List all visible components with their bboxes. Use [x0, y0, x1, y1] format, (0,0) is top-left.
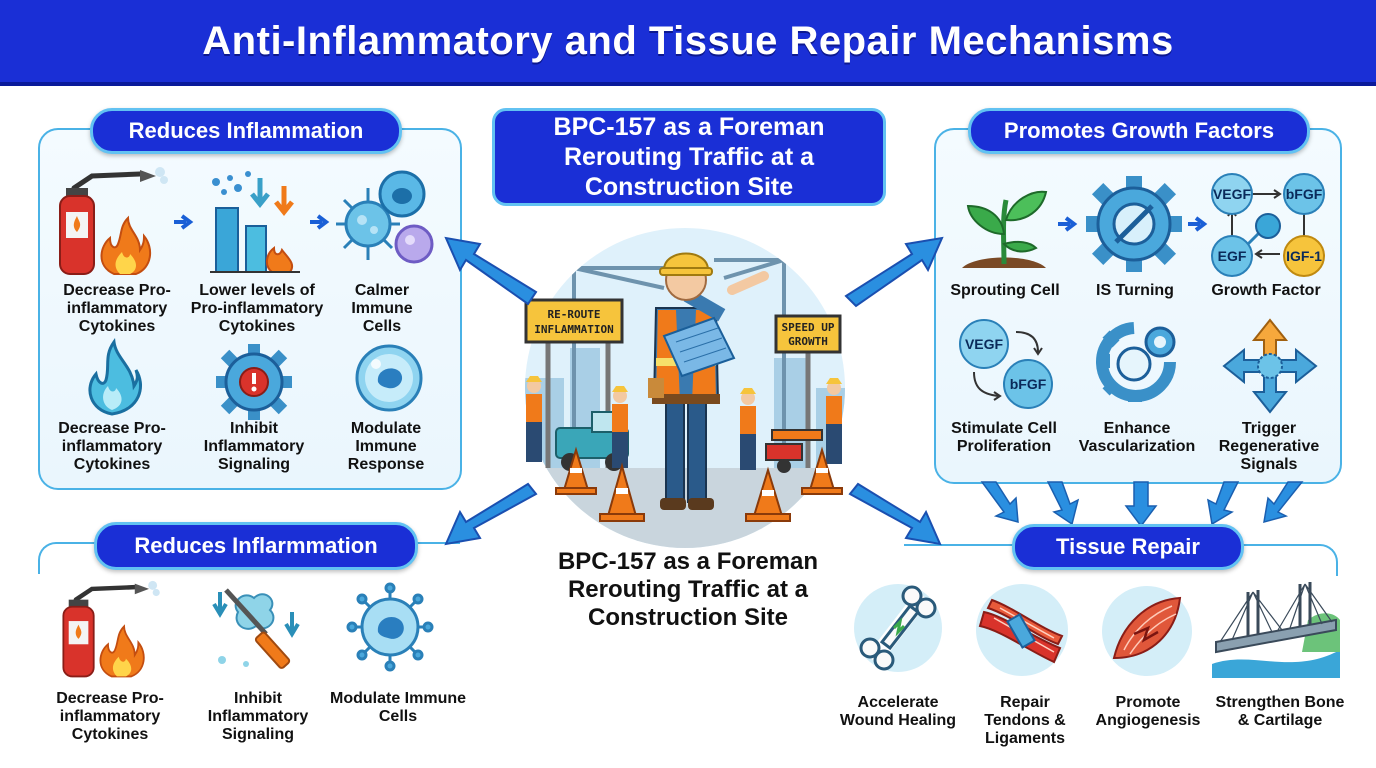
- vegf-bfgf-cycle-icon: VEGF bFGF: [959, 319, 1053, 409]
- factor-igf1: IGF-1: [1286, 248, 1322, 264]
- caption-trigger-signals: Trigger Regenerative Signals: [1218, 420, 1320, 473]
- caption-bl-decrease: Decrease Pro-inflammatory Cytokines: [56, 690, 164, 743]
- caption-calmer-immune: Calmer Immune Cells: [351, 282, 413, 335]
- decreasing-bars-icon: [210, 171, 300, 273]
- caption-enhance-vascularization: Enhance Vascularization: [1078, 420, 1196, 455]
- factor-bfgf: bFGF: [1286, 186, 1323, 202]
- caption-modulate-response: Modulate Immune Response: [347, 420, 425, 473]
- arrow-right-icon: [174, 214, 194, 230]
- foreman-title-box: BPC-157 as a Foreman Rerouting Traffic a…: [492, 108, 886, 206]
- construction-scene-illustration: RE-ROUTE INFLAMMATION SPEED UP GROWTH: [524, 228, 845, 548]
- arrow-to-bottom-right: [848, 482, 942, 546]
- caption-growth-factor: Growth Factor: [1211, 282, 1321, 299]
- title-banner: Anti-Inflammatory and Tissue Repair Mech…: [0, 0, 1376, 86]
- fire-extinguisher-icon: [59, 167, 168, 275]
- pipette-icon: [212, 588, 300, 669]
- panel-title-promotes-growth: Promotes Growth Factors: [968, 108, 1310, 154]
- gears-icon: [1096, 322, 1176, 402]
- caption-sprouting-cell: Sprouting Cell: [950, 282, 1060, 299]
- gear-icon: [1086, 176, 1182, 272]
- caption-bl-inhibit: Inhibit Inflammatory Signaling: [207, 690, 309, 743]
- arrow-right-icon: [310, 214, 330, 230]
- panel-title-tissue-repair: Tissue Repair: [1012, 524, 1244, 570]
- tendon-icon: [976, 584, 1068, 676]
- caption-angiogenesis: Promote Angiogenesis: [1095, 694, 1201, 729]
- panel-title-reduces-inflarmmation: Reduces Inflarmmation: [94, 522, 418, 570]
- page-title: Anti-Inflammatory and Tissue Repair Mech…: [202, 18, 1174, 63]
- sprout-icon: [962, 190, 1048, 268]
- arrow-right-icon: [1188, 216, 1208, 232]
- factor-egf: EGF: [1218, 248, 1247, 264]
- virus-cell-icon: [346, 582, 434, 672]
- foreman-caption: BPC-157 as a Foreman Rerouting Traffic a…: [557, 548, 819, 631]
- sign-line-4: GROWTH: [788, 335, 828, 348]
- sign-line-3: SPEED UP: [782, 321, 835, 334]
- panel-title-reduces-inflammation: Reduces Inflammation: [90, 108, 402, 154]
- cycle-bfgf: bFGF: [1010, 376, 1047, 392]
- caption-lower-levels: Lower levels of Pro-inflammatory Cytokin…: [190, 282, 324, 335]
- bone-icon: [854, 584, 942, 672]
- sign-line-2: INFLAMMATION: [534, 323, 613, 336]
- gear-alert-icon: [216, 344, 292, 420]
- flame-icon: [88, 338, 142, 416]
- cycle-vegf: VEGF: [965, 336, 1004, 352]
- caption-stimulate-proliferation: Stimulate Cell Proliferation: [951, 420, 1057, 455]
- caption-wound-healing: Accelerate Wound Healing: [839, 694, 957, 729]
- sign-line-1: RE-ROUTE: [548, 308, 601, 321]
- fire-extinguisher-icon: [62, 580, 160, 678]
- converging-arrows: [980, 481, 1304, 528]
- bridge-icon: [1212, 582, 1340, 678]
- caption-is-turning: IS Turning: [1096, 282, 1174, 299]
- factor-vegf: VEGF: [1213, 186, 1252, 202]
- arrow-to-bottom-left: [444, 482, 538, 546]
- arrow-to-top-right: [844, 236, 944, 308]
- caption-bl-modulate: Modulate Immune Cells: [330, 690, 467, 725]
- immune-cells-icon: [336, 170, 434, 264]
- caption-repair-tendons: Repair Tendons & Ligaments: [984, 694, 1066, 747]
- caption-decrease-cytokines-2: Decrease Pro-inflammatory Cytokines: [58, 420, 166, 473]
- arrow-to-top-left: [444, 236, 538, 306]
- growth-factor-network-icon: VEGF bFGF EGF IGF-1: [1211, 173, 1325, 277]
- muscle-icon: [1102, 586, 1192, 676]
- immune-cell-sphere-icon: [355, 344, 423, 412]
- four-arrows-icon: [1222, 318, 1318, 414]
- caption-inhibit-signaling: Inhibit Inflammatory Signaling: [203, 420, 305, 473]
- caption-strengthen-bone: Strengthen Bone & Cartilage: [1215, 694, 1345, 729]
- arrow-right-icon: [1058, 216, 1078, 232]
- caption-decrease-cytokines: Decrease Pro-inflammatory Cytokines: [63, 282, 171, 335]
